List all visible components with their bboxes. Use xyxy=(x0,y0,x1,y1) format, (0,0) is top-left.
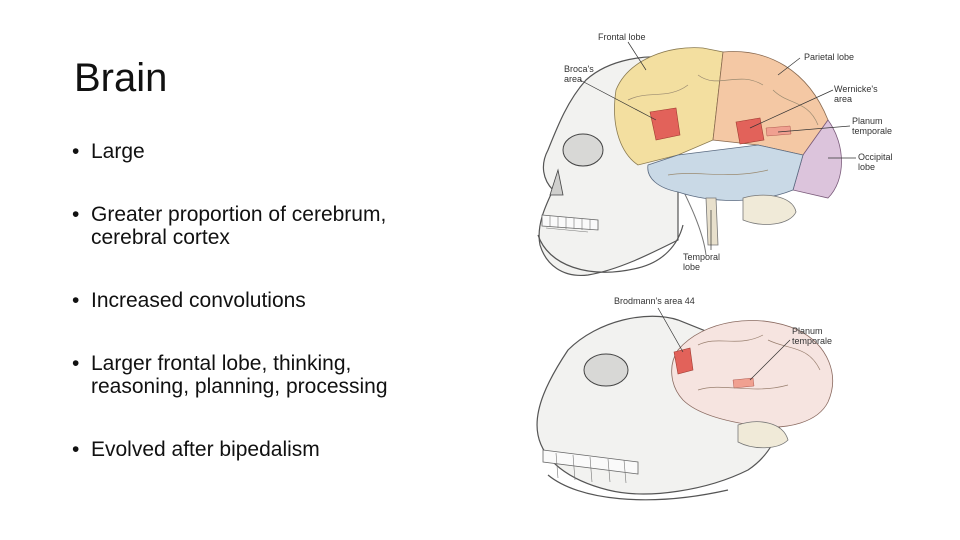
bullet-text-cont: reasoning, planning, processing xyxy=(91,375,388,398)
wernickes-area-region xyxy=(735,117,765,145)
bullet-item: • Larger frontal lobe, thinking, reasoni… xyxy=(72,352,492,398)
label-brocas-area: Broca's xyxy=(564,64,594,74)
bullet-text: Evolved after bipedalism xyxy=(91,438,320,461)
ape-brain xyxy=(671,320,833,449)
brocas-area-region xyxy=(649,107,681,141)
label-occipital-lobe: Occipital xyxy=(858,152,893,162)
label-planum-temporale-2: temporale xyxy=(852,126,892,136)
label-frontal-lobe: Frontal lobe xyxy=(598,32,646,42)
bullet-text-cont: cerebral cortex xyxy=(91,226,230,249)
bullet-item: • Greater proportion of cerebrum, cerebr… xyxy=(72,203,492,249)
bullet-text: Greater proportion of cerebrum, xyxy=(91,203,387,226)
bullet-item: • Increased convolutions xyxy=(72,289,492,312)
label-brodmanns-area-44: Brodmann's area 44 xyxy=(614,296,695,306)
bullet-dot: • xyxy=(72,203,80,226)
bullet-dot: • xyxy=(72,438,80,461)
slide-title: Brain xyxy=(74,56,168,100)
label-ape-planum-temporale-2: temporale xyxy=(792,336,832,346)
label-planum-temporale: Planum xyxy=(852,116,883,126)
bullet-item: • Large xyxy=(72,140,492,163)
bullet-text: Increased convolutions xyxy=(91,289,306,312)
bullet-text: Larger frontal lobe, thinking, xyxy=(91,352,352,375)
ape-leader-lines xyxy=(657,307,791,381)
brain-illustration: Frontal lobe Parietal lobe Broca's area … xyxy=(536,32,893,501)
brodmanns-area-44-region xyxy=(673,347,694,375)
bullet-dot: • xyxy=(72,140,80,163)
label-parietal-lobe: Parietal lobe xyxy=(804,52,854,62)
label-wernickes-area-2: area xyxy=(834,94,852,104)
bullet-dot: • xyxy=(72,289,80,312)
parietal-lobe-region xyxy=(712,51,829,156)
label-ape-planum-temporale: Planum xyxy=(792,326,823,336)
bullet-item: • Evolved after bipedalism xyxy=(72,438,492,461)
human-leader-lines xyxy=(579,41,856,250)
bullet-text: Large xyxy=(91,140,145,163)
label-temporal-lobe: Temporal xyxy=(683,252,720,262)
brain-comparison-figure: Frontal lobe Parietal lobe Broca's area … xyxy=(528,30,910,514)
label-brocas-area-2: area xyxy=(564,74,582,84)
label-temporal-lobe-2: lobe xyxy=(683,262,700,272)
occipital-lobe-region xyxy=(792,119,842,199)
bullet-list: • Large • Greater proportion of cerebrum… xyxy=(72,140,492,501)
bullet-dot: • xyxy=(72,352,80,375)
label-occipital-lobe-2: lobe xyxy=(858,162,875,172)
label-wernickes-area: Wernicke's xyxy=(834,84,878,94)
human-brain xyxy=(614,47,842,246)
